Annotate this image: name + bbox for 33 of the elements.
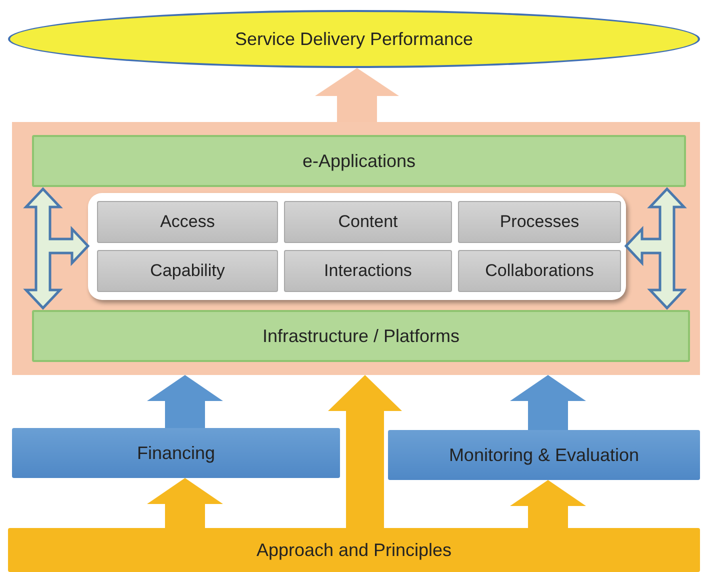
- grid-cell: [97, 250, 278, 292]
- grid-cell: [458, 250, 621, 292]
- node-label: Service Delivery Performance: [234, 28, 474, 50]
- pillar-bar: [12, 428, 340, 478]
- grid-cell: [284, 250, 452, 292]
- t-arrow: [23, 187, 90, 310]
- grid-cell: [458, 201, 621, 243]
- node-label: Content: [338, 212, 398, 232]
- block-arrow: [147, 375, 223, 428]
- block-arrow: [510, 480, 586, 528]
- block-arrow: [328, 375, 402, 528]
- grid-cell: [284, 201, 452, 243]
- node-label: e-Applications: [302, 150, 416, 172]
- node-label: Access: [160, 212, 215, 232]
- node-label: Collaborations: [485, 261, 594, 281]
- block-arrow: [315, 68, 399, 122]
- node-label: Approach and Principles: [256, 540, 452, 560]
- layer-bar: [32, 135, 686, 187]
- node-label: Monitoring & Evaluation: [448, 444, 640, 466]
- layer-bar: [32, 310, 690, 362]
- panel-background: [88, 193, 626, 300]
- foundation-bar: [8, 528, 700, 572]
- node-label: Financing: [136, 442, 216, 464]
- node-label: Processes: [500, 212, 580, 232]
- block-arrow: [147, 478, 223, 528]
- node-label: Infrastructure / Platforms: [262, 326, 460, 346]
- t-arrow: [624, 187, 687, 310]
- node-label: Interactions: [324, 261, 412, 281]
- pillar-bar: [388, 430, 700, 480]
- grid-cell: [97, 201, 278, 243]
- panel-background: [12, 122, 700, 375]
- block-arrow: [510, 375, 586, 430]
- node-label: Capability: [150, 261, 225, 281]
